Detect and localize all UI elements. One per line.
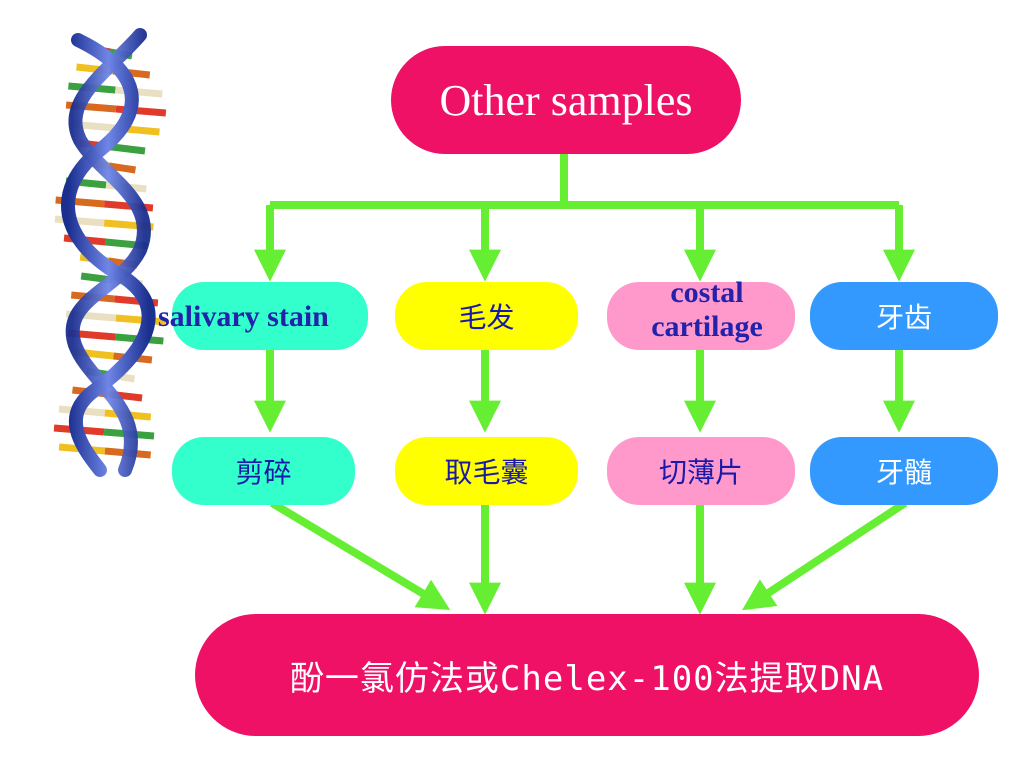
hair-follicle-label: 取毛囊	[444, 456, 529, 489]
cut-to-pieces-node: 剪碎	[172, 437, 355, 505]
hair-node: 毛发	[395, 282, 578, 350]
dna-extraction-node: 酚一氯仿法或Chelex-100法提取DNA	[195, 614, 979, 736]
hair-label: 毛发	[458, 301, 515, 334]
dna-rung	[115, 314, 166, 326]
dna-rung	[115, 86, 163, 98]
thin-slice-label: 切薄片	[658, 456, 743, 489]
mid-connectors	[254, 350, 915, 433]
saliva-stain-node	[172, 282, 368, 350]
saliva-stain-label: salivary stain	[158, 300, 329, 333]
cut-to-pieces-label: 剪碎	[235, 456, 292, 489]
dental-pulp-node: 牙髓	[810, 437, 998, 505]
arrow-to-bottom-4	[741, 499, 908, 611]
dental-pulp-label: 牙髓	[875, 456, 932, 489]
costal-cartilage-line2: cartilage	[651, 310, 763, 343]
top-connectors	[254, 154, 915, 282]
teeth-label: 牙齿	[875, 301, 932, 334]
dna-rung	[108, 162, 136, 174]
costal-cartilage-node	[607, 282, 795, 350]
other-samples-node: Other samples	[391, 46, 741, 154]
dna-double-helix-icon	[53, 28, 167, 477]
costal-cartilage-label: costal cartilage	[612, 276, 802, 344]
teeth-node: 牙齿	[810, 282, 998, 350]
thin-slice-node: 切薄片	[607, 437, 795, 505]
hair-follicle-node: 取毛囊	[395, 437, 578, 505]
other-samples-label: Other samples	[439, 75, 693, 125]
bottom-connectors	[269, 499, 908, 615]
dna-rung	[111, 143, 146, 155]
dna-extraction-label: 酚一氯仿法或Chelex-100法提取DNA	[289, 658, 885, 699]
costal-cartilage-line1: costal	[670, 276, 744, 309]
arrow-to-bottom-1	[269, 499, 451, 610]
dna-rung	[54, 215, 105, 227]
